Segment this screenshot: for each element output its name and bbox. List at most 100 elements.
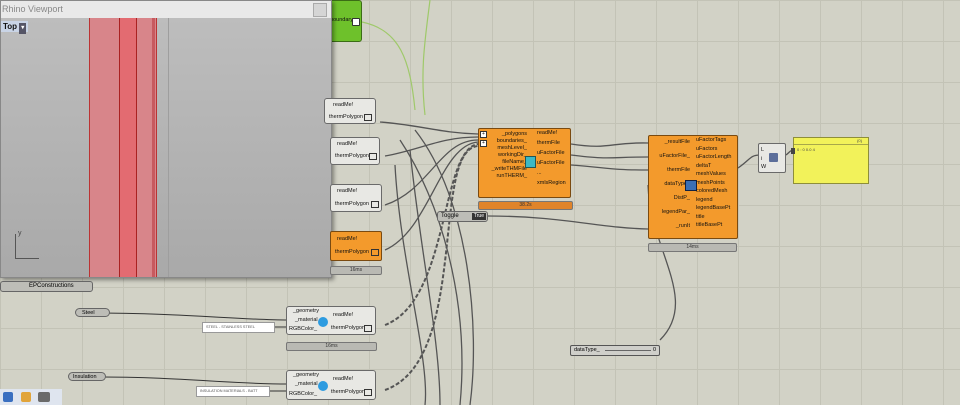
output-panel[interactable]: {0} 0 : 0 0.0 4: [791, 137, 869, 184]
input-ufactor-file[interactable]: uFactorFile_: [659, 153, 690, 159]
output-ellipsis[interactable]: ...: [537, 170, 542, 176]
close-icon[interactable]: [313, 3, 327, 17]
rhino-viewport-window[interactable]: Rhino Viewport y Top ▾: [0, 0, 332, 278]
output-title-base-pt[interactable]: titleBasePt: [696, 222, 723, 228]
output-mesh-values[interactable]: meshValues: [696, 171, 726, 177]
therm-polygon-1[interactable]: readMe! thermPolygon: [324, 98, 376, 124]
therm-polygon-3[interactable]: readMe! thermPolygon: [330, 184, 382, 212]
input-file-name[interactable]: fileName_: [502, 159, 527, 165]
input-rgb-color[interactable]: RGBColor_: [289, 391, 318, 397]
output-therm-polygon: thermPolygon: [335, 153, 369, 159]
input-polygons[interactable]: _polygons: [501, 131, 527, 137]
output-ufactor-file-2[interactable]: uFactorFile: [537, 160, 565, 166]
viewport-title-bar[interactable]: Rhino Viewport: [1, 1, 331, 18]
panel-content: 0 : 0 0.0 4: [797, 147, 815, 152]
output-legend-base-pt[interactable]: legendBasePt: [696, 205, 731, 211]
result-inputs: _resultFile uFactorFile_ thermFile dataT…: [650, 139, 690, 230]
input-material[interactable]: _material: [295, 317, 318, 323]
output-ufactor-file[interactable]: uFactorFile: [537, 150, 565, 156]
input-legend-par[interactable]: legendPar_: [661, 209, 690, 215]
output-readme[interactable]: readMe!: [333, 376, 354, 382]
input-write-thm-file[interactable]: _writeTHMFile: [491, 166, 527, 172]
input-rgb-color[interactable]: RGBColor_: [289, 326, 318, 332]
result-outputs: uFactorTags uFactors uFactorLength delta…: [696, 137, 738, 229]
input-geometry[interactable]: _geometry: [293, 308, 319, 314]
input-index[interactable]: i: [761, 156, 763, 162]
therm-polygon-4[interactable]: readMe! thermPolygon: [330, 231, 382, 261]
input-data-type[interactable]: dataType_: [664, 181, 690, 187]
input-dist-p[interactable]: DistP_: [673, 195, 690, 201]
insulation-material-panel[interactable]: INSULATION MATERIALS - BATT: [196, 386, 270, 397]
input-list[interactable]: L: [761, 147, 765, 153]
input-wrap[interactable]: W: [761, 164, 767, 170]
input-working-dir[interactable]: workingDir_: [497, 152, 527, 158]
output-therm-polygon: thermPolygon: [329, 114, 363, 120]
output-legend[interactable]: legend: [696, 196, 713, 203]
input-run-it[interactable]: _runIt: [675, 223, 690, 229]
output-ufactor-length[interactable]: uFactorLength: [696, 154, 732, 160]
output-readme[interactable]: readMe!: [537, 130, 558, 136]
steel-param[interactable]: Steel: [75, 308, 110, 317]
wire: [384, 139, 479, 206]
toggle-component[interactable]: Toggle True: [437, 211, 488, 222]
insulation-param[interactable]: Insulation: [68, 372, 106, 381]
chevron-down-icon[interactable]: ▾: [19, 23, 27, 34]
epconstructions-param[interactable]: EPConstructions: [0, 281, 93, 292]
slider-value[interactable]: 0: [652, 347, 656, 353]
boundary-output-icon: [352, 18, 360, 26]
input-run-therm[interactable]: runTHERM_: [496, 173, 527, 179]
therm-polygon-steel[interactable]: _geometry _material RGBColor_ readMe! th…: [286, 306, 376, 335]
run-therm-component[interactable]: _polygons boundaries_ meshLevel_ working…: [478, 128, 571, 198]
input-plus-icon-2[interactable]: +: [480, 140, 487, 147]
wire: [384, 141, 479, 251]
input-plus-icon[interactable]: +: [480, 131, 487, 138]
output-colored-mesh[interactable]: coloredMesh: [696, 188, 728, 194]
input-geometry[interactable]: _geometry: [293, 372, 319, 378]
steel-material-panel[interactable]: STEEL - STAINLESS STEEL: [202, 322, 275, 333]
output-icon: [364, 114, 372, 121]
therm-result-component[interactable]: _resultFile uFactorFile_ thermFile dataT…: [648, 135, 738, 239]
run-therm-inputs: _polygons boundaries_ meshLevel_ working…: [485, 131, 529, 180]
input-result-file[interactable]: _resultFile: [664, 139, 690, 145]
panel-header-line: [794, 144, 868, 145]
input-mesh-level[interactable]: meshLevel_: [497, 145, 527, 151]
output-therm-file[interactable]: thermFile: [537, 140, 560, 146]
therm-polygon-insulation[interactable]: _geometry _material RGBColor_ readMe! th…: [286, 370, 376, 400]
output-mesh-points[interactable]: meshPoints: [696, 179, 725, 186]
app-icon[interactable]: [3, 392, 13, 402]
run-therm-status: 38.2s: [478, 201, 573, 210]
output-title[interactable]: title: [696, 213, 705, 220]
output-readme[interactable]: readMe!: [333, 312, 354, 318]
output-delta-t[interactable]: deltaT: [696, 162, 712, 169]
steel-status: 16ms: [286, 342, 377, 351]
input-boundaries[interactable]: boundaries_: [496, 138, 527, 144]
datatype-slider[interactable]: dataType_ 0: [570, 345, 660, 356]
wire: [414, 129, 475, 405]
result-status: 14ms: [648, 243, 737, 252]
output-therm-polygon[interactable]: thermPolygon: [331, 389, 365, 395]
rhino-icon[interactable]: [21, 392, 31, 402]
therm-polygon-2[interactable]: readMe! thermPolygon: [330, 137, 380, 165]
output-icon: [371, 201, 379, 208]
output-xmls-region[interactable]: xmlsRegion: [537, 180, 566, 186]
viewport-canvas[interactable]: y: [1, 18, 331, 277]
output-readme: readMe!: [337, 141, 358, 147]
toggle-value[interactable]: True: [471, 213, 486, 220]
output-readme: readMe!: [333, 102, 354, 108]
slider-track[interactable]: [605, 350, 651, 351]
polygon-hex-icon: [318, 381, 328, 391]
red-geometry-strip: [119, 18, 137, 277]
output-ufactors[interactable]: uFactors: [696, 145, 718, 152]
view-label-top[interactable]: Top ▾: [1, 21, 29, 34]
grasshopper-icon[interactable]: [38, 392, 50, 402]
toggle-label: Toggle: [441, 213, 459, 219]
output-therm-polygon: thermPolygon: [335, 249, 369, 255]
wire: [92, 312, 289, 321]
output-therm-polygon[interactable]: thermPolygon: [331, 325, 365, 331]
output-therm-polygon: thermPolygon: [335, 201, 369, 207]
input-material[interactable]: _material: [295, 381, 318, 387]
input-therm-file[interactable]: thermFile: [667, 167, 690, 173]
output-ufactor-tags[interactable]: uFactorTags: [696, 137, 727, 143]
wire: [384, 145, 479, 391]
list-item-component[interactable]: L i W: [758, 143, 786, 173]
